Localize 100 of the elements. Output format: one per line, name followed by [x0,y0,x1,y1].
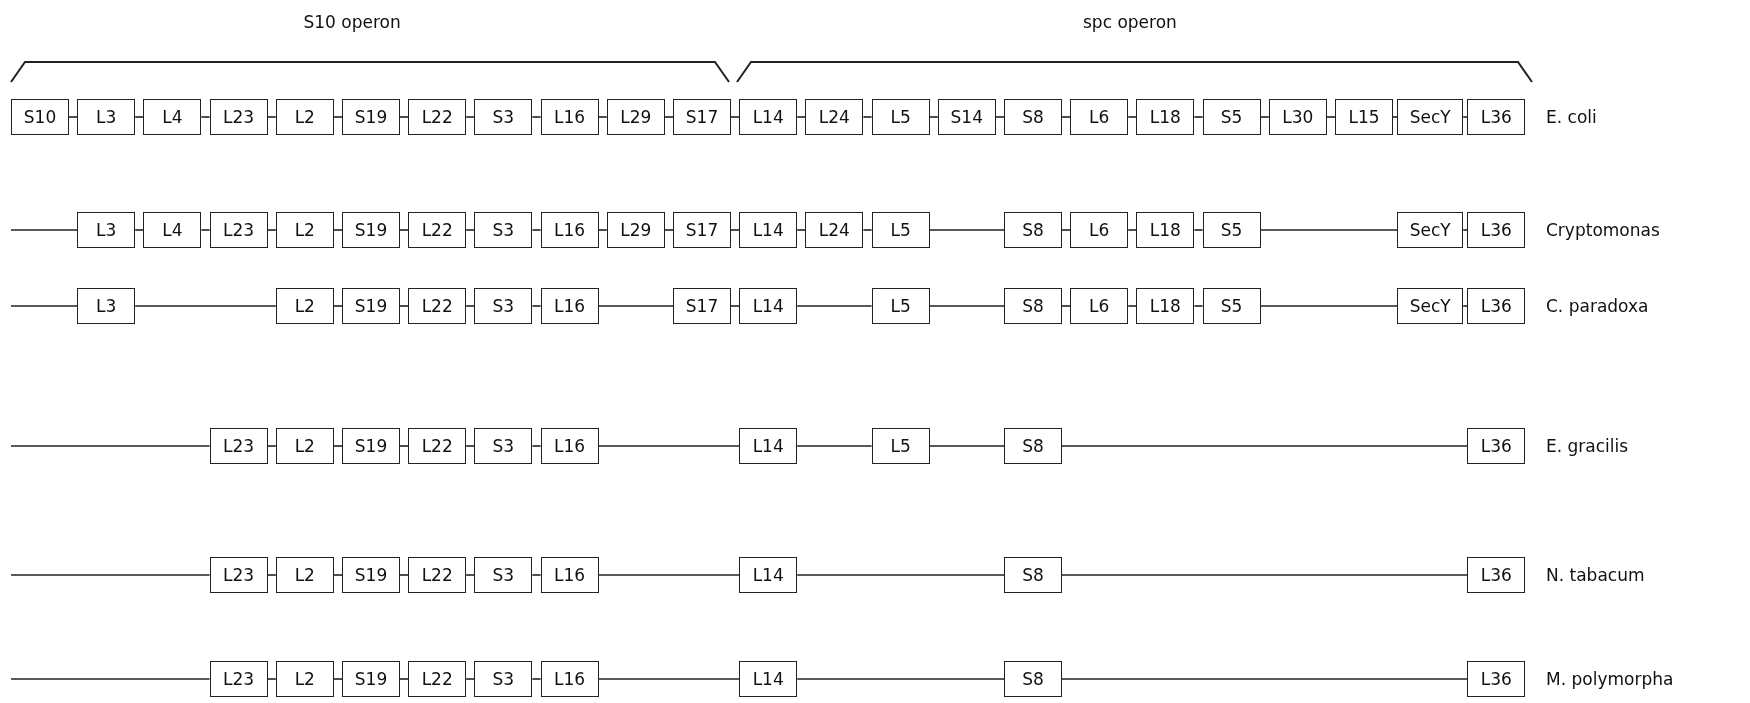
connector-line [1061,678,1469,680]
gene-box: L36 [1467,557,1526,593]
connector-line [10,574,211,576]
gene-box: L14 [739,288,798,324]
connector-line [531,116,542,118]
gene-box: L22 [408,212,467,248]
connector-line [796,305,873,307]
gene-box: S5 [1202,212,1261,248]
gene-box: S8 [1004,557,1062,593]
gene-box: S19 [342,288,400,324]
gene-box: L29 [606,99,665,135]
gene-box: L14 [739,557,798,593]
connector-line [796,116,807,118]
gene-box: S3 [474,212,533,248]
gene-box: S14 [937,99,996,135]
connector-line [1061,116,1071,118]
gene-box: L29 [606,212,665,248]
connector-line [597,574,740,576]
connector-line [1259,305,1398,307]
connector-line [333,305,343,307]
connector-line [730,305,740,307]
gene-box: L15 [1335,99,1393,135]
connector-line [1462,305,1469,307]
gene-box: SecY [1397,288,1464,324]
connector-line [465,574,476,576]
gene-box: L36 [1467,428,1526,464]
gene-box: S8 [1004,99,1062,135]
species-label: Cryptomonas [1546,220,1660,240]
gene-box: L14 [739,661,798,697]
gene-box: S3 [474,99,533,135]
connector-line [1193,305,1204,307]
gene-box: L36 [1467,212,1526,248]
connector-line [928,229,1005,231]
connector-line [10,229,78,231]
connector-line [465,445,476,447]
gene-box: L3 [77,288,136,324]
connector-line [1392,116,1398,118]
connector-line [333,678,343,680]
connector-line [399,678,409,680]
gene-box: L36 [1467,288,1526,324]
connector-line [1127,305,1138,307]
connector-line [266,229,277,231]
connector-line [134,116,145,118]
gene-box: S17 [673,99,731,135]
gene-box: L18 [1136,288,1195,324]
connector-line [1127,229,1138,231]
connector-line [928,445,1005,447]
connector-line [1127,116,1138,118]
gene-box: L5 [871,99,930,135]
gene-box: L4 [143,99,202,135]
gene-box: L22 [408,557,467,593]
species-label: E. coli [1546,107,1597,127]
gene-box: L16 [540,428,599,464]
gene-box: L6 [1070,212,1129,248]
gene-box: S5 [1202,99,1261,135]
gene-box: S19 [342,557,400,593]
gene-box: L36 [1467,661,1526,697]
gene-box: L14 [739,428,798,464]
connector-line [597,305,674,307]
connector-line [10,678,211,680]
connector-line [266,678,277,680]
connector-line [531,678,542,680]
connector-line [399,445,409,447]
gene-box: L24 [805,99,864,135]
connector-line [465,229,476,231]
gene-box: L14 [739,212,798,248]
gene-box: L22 [408,661,467,697]
connector-line [796,229,807,231]
connector-line [399,305,409,307]
gene-box: L2 [275,428,334,464]
operon-label: spc operon [1083,12,1177,32]
gene-box: S8 [1004,428,1062,464]
gene-box: L16 [540,99,599,135]
gene-box: S17 [673,288,731,324]
connector-line [333,574,343,576]
gene-box: L18 [1136,99,1195,135]
connector-line [664,116,674,118]
gene-box: L16 [540,661,599,697]
gene-box: S3 [474,288,533,324]
gene-box: L5 [871,288,930,324]
gene-box: L5 [871,428,930,464]
connector-line [465,305,476,307]
gene-box: L18 [1136,212,1195,248]
gene-box: S8 [1004,212,1062,248]
gene-box: L16 [540,557,599,593]
gene-box: S3 [474,428,533,464]
gene-box: L14 [739,99,798,135]
connector-line [1061,574,1469,576]
connector-line [796,678,1005,680]
connector-line [928,305,1005,307]
connector-line [68,116,78,118]
connector-line [597,116,608,118]
connector-line [597,445,740,447]
connector-line [1061,305,1071,307]
connector-line [862,116,873,118]
connector-line [597,229,608,231]
species-label: E. gracilis [1546,436,1629,456]
gene-box: L23 [209,99,268,135]
connector-line [200,229,211,231]
gene-box: L22 [408,288,467,324]
